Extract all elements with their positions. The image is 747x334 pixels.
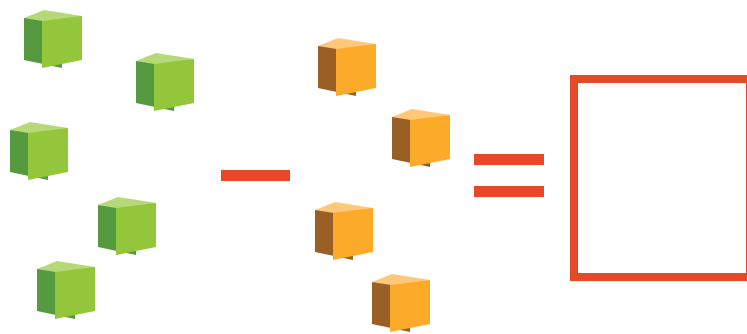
equals-sign-top-bar	[474, 154, 544, 165]
green-cube	[22, 8, 84, 70]
minus-sign	[221, 170, 290, 181]
orange-cube	[316, 36, 378, 98]
green-cube	[134, 51, 196, 113]
green-cube	[35, 259, 97, 321]
orange-cube	[390, 107, 452, 169]
orange-cube	[370, 272, 432, 334]
green-cube	[8, 120, 70, 182]
answer-box[interactable]	[570, 75, 747, 281]
equals-sign-bottom-bar	[474, 186, 544, 197]
orange-cube	[313, 200, 375, 262]
green-cube	[96, 195, 158, 257]
